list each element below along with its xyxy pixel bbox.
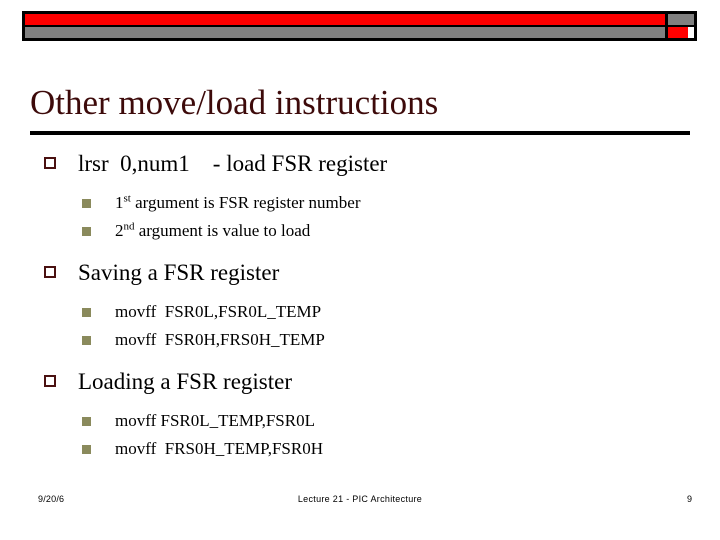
square-outline-bullet-icon	[44, 266, 56, 278]
bullet-level2-text-pre: 2	[115, 221, 124, 240]
banner-red-bar	[25, 14, 665, 25]
bullet-level2-item: movff FSR0L_TEMP,FSR0L	[0, 407, 720, 434]
bullet-level2-label: 2nd argument is value to load	[115, 217, 310, 244]
bullet-level2-item: 1st argument is FSR register number	[0, 189, 720, 216]
bullet-level2-text-pre: movff FSR0L,FSR0L_TEMP	[115, 302, 322, 321]
square-outline-bullet-icon	[44, 157, 56, 169]
slide-top-banner	[22, 11, 697, 41]
footer-date: 9/20/6	[38, 494, 65, 504]
square-filled-bullet-icon	[82, 227, 91, 236]
footer-lecture-title: Lecture 21 - PIC Architecture	[297, 494, 423, 504]
bullet-level2-text-post: argument is FSR register number	[130, 193, 361, 212]
bullet-level2-item: movff FSR0H,FRS0H_TEMP	[0, 326, 720, 353]
bullet-level2-label: movff FSR0L,FSR0L_TEMP	[115, 298, 321, 325]
bullet-level2-label: movff FSR0H,FRS0H_TEMP	[115, 326, 325, 353]
banner-gray-chip	[665, 14, 694, 25]
slide-body: lrsr 0,num1 - load FSR register 1st argu…	[0, 148, 720, 463]
bullet-level2-text-pre: movff FRS0H_TEMP,FSR0H	[115, 439, 323, 458]
banner-row-top	[25, 14, 694, 27]
bullet-level1-label: Saving a FSR register	[78, 260, 280, 285]
banner-red-chip-fill	[668, 27, 688, 38]
square-outline-bullet-icon	[44, 375, 56, 387]
bullet-level2-text-pre: movff FSR0H,FRS0H_TEMP	[115, 330, 325, 349]
bullet-level2-text-pre: 1	[115, 193, 124, 212]
footer-page-number: 9	[686, 494, 692, 504]
bullet-level2-text-post: argument is value to load	[134, 221, 311, 240]
slide-footer: 9/20/6 Lecture 21 - PIC Architecture 9	[0, 492, 720, 510]
bullet-level2-label: movff FRS0H_TEMP,FSR0H	[115, 435, 323, 462]
square-filled-bullet-icon	[82, 199, 91, 208]
banner-gray-bar	[25, 27, 665, 38]
bullet-level1-label: Loading a FSR register	[78, 369, 292, 394]
square-filled-bullet-icon	[82, 308, 91, 317]
bullet-level2-label: 1st argument is FSR register number	[115, 189, 360, 216]
banner-row-bottom	[25, 27, 694, 38]
square-filled-bullet-icon	[82, 445, 91, 454]
bullet-level2-text-pre: movff FSR0L_TEMP,FSR0L	[115, 411, 315, 430]
bullet-level2-text-superscript: nd	[123, 220, 135, 233]
slide-title: Other move/load instructions	[30, 83, 439, 122]
bullet-level1-item: lrsr 0,num1 - load FSR register	[0, 148, 720, 179]
bullet-level2-item: movff FSR0L,FSR0L_TEMP	[0, 298, 720, 325]
bullet-level1-label: lrsr 0,num1 - load FSR register	[78, 151, 388, 176]
bullet-level2-item: movff FRS0H_TEMP,FSR0H	[0, 435, 720, 462]
bullet-level1-item: Saving a FSR register	[0, 257, 720, 288]
bullet-level2-label: movff FSR0L_TEMP,FSR0L	[115, 407, 315, 434]
bullet-level1-item: Loading a FSR register	[0, 366, 720, 397]
banner-red-chip	[665, 27, 694, 38]
bullet-level2-item: 2nd argument is value to load	[0, 217, 720, 244]
square-filled-bullet-icon	[82, 417, 91, 426]
bullet-level2-text-superscript: st	[123, 192, 131, 205]
square-filled-bullet-icon	[82, 336, 91, 345]
title-underline-rule	[30, 131, 690, 135]
